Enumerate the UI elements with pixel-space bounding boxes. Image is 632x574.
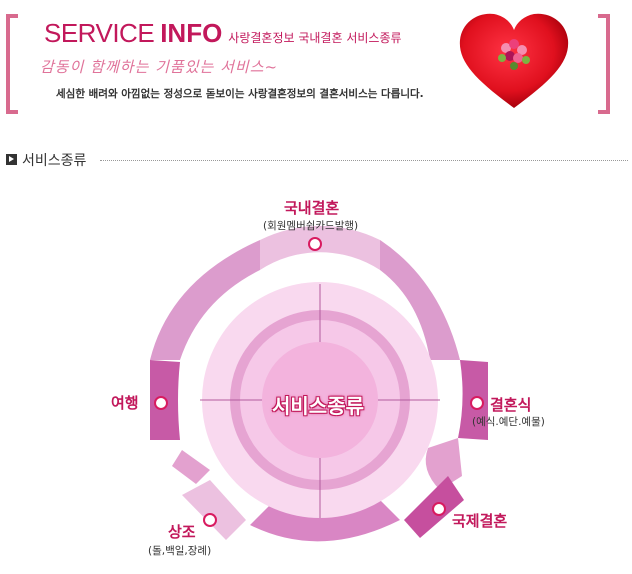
service-label-international[interactable]: 국제결혼 (452, 512, 508, 530)
title-info: INFO (160, 18, 223, 48)
ring-segment-lower-left (172, 450, 210, 484)
service-label-funeral[interactable]: 상조 (168, 523, 196, 541)
dot-funeral[interactable] (203, 513, 217, 527)
service-sub-domestic: (회원멤버쉽카드발행) (263, 220, 359, 232)
ring-segment-bottom-left (182, 480, 246, 540)
arrow-icon (6, 154, 17, 165)
diagram-graphic (150, 225, 488, 542)
dot-international[interactable] (432, 502, 446, 516)
dot-travel[interactable] (154, 396, 168, 410)
heart-image (459, 13, 569, 108)
dot-wedding[interactable] (470, 396, 484, 410)
title-service: SERVICE (44, 18, 155, 48)
slogan: 감동이 함께하는 기품있는 서비스~ (40, 58, 279, 76)
dot-domestic[interactable] (308, 237, 322, 251)
header-description: 세심한 배려와 아낌없는 정성으로 돋보이는 사랑결혼정보의 결혼서비스는 다릅… (56, 88, 424, 100)
service-label-travel[interactable]: 여행 (111, 394, 139, 412)
service-label-domestic[interactable]: 국내결혼 (284, 199, 340, 217)
ring-segment-top-right (380, 240, 460, 360)
service-diagram: 서비스종류 국내결혼 (회원멤버쉽카드발행) 결혼식 (예식.예단.예물) 국제… (0, 176, 632, 574)
left-bracket (6, 14, 18, 114)
section-divider (100, 160, 628, 161)
ring-segment-bottom-right (425, 438, 462, 490)
right-bracket (598, 14, 610, 114)
ring-segment-bottom (250, 500, 400, 542)
header-subtitle: 사랑결혼정보 국내결혼 서비스종류 (228, 31, 402, 45)
center-label: 서비스종류 (272, 394, 364, 418)
section-title: 서비스종류 (22, 153, 87, 169)
service-sub-wedding: (예식.예단.예물) (472, 416, 545, 428)
service-sub-funeral: (돌,백일,장례) (148, 545, 212, 557)
ring-segment-top-left (150, 240, 260, 360)
service-label-wedding[interactable]: 결혼식 (490, 396, 532, 414)
